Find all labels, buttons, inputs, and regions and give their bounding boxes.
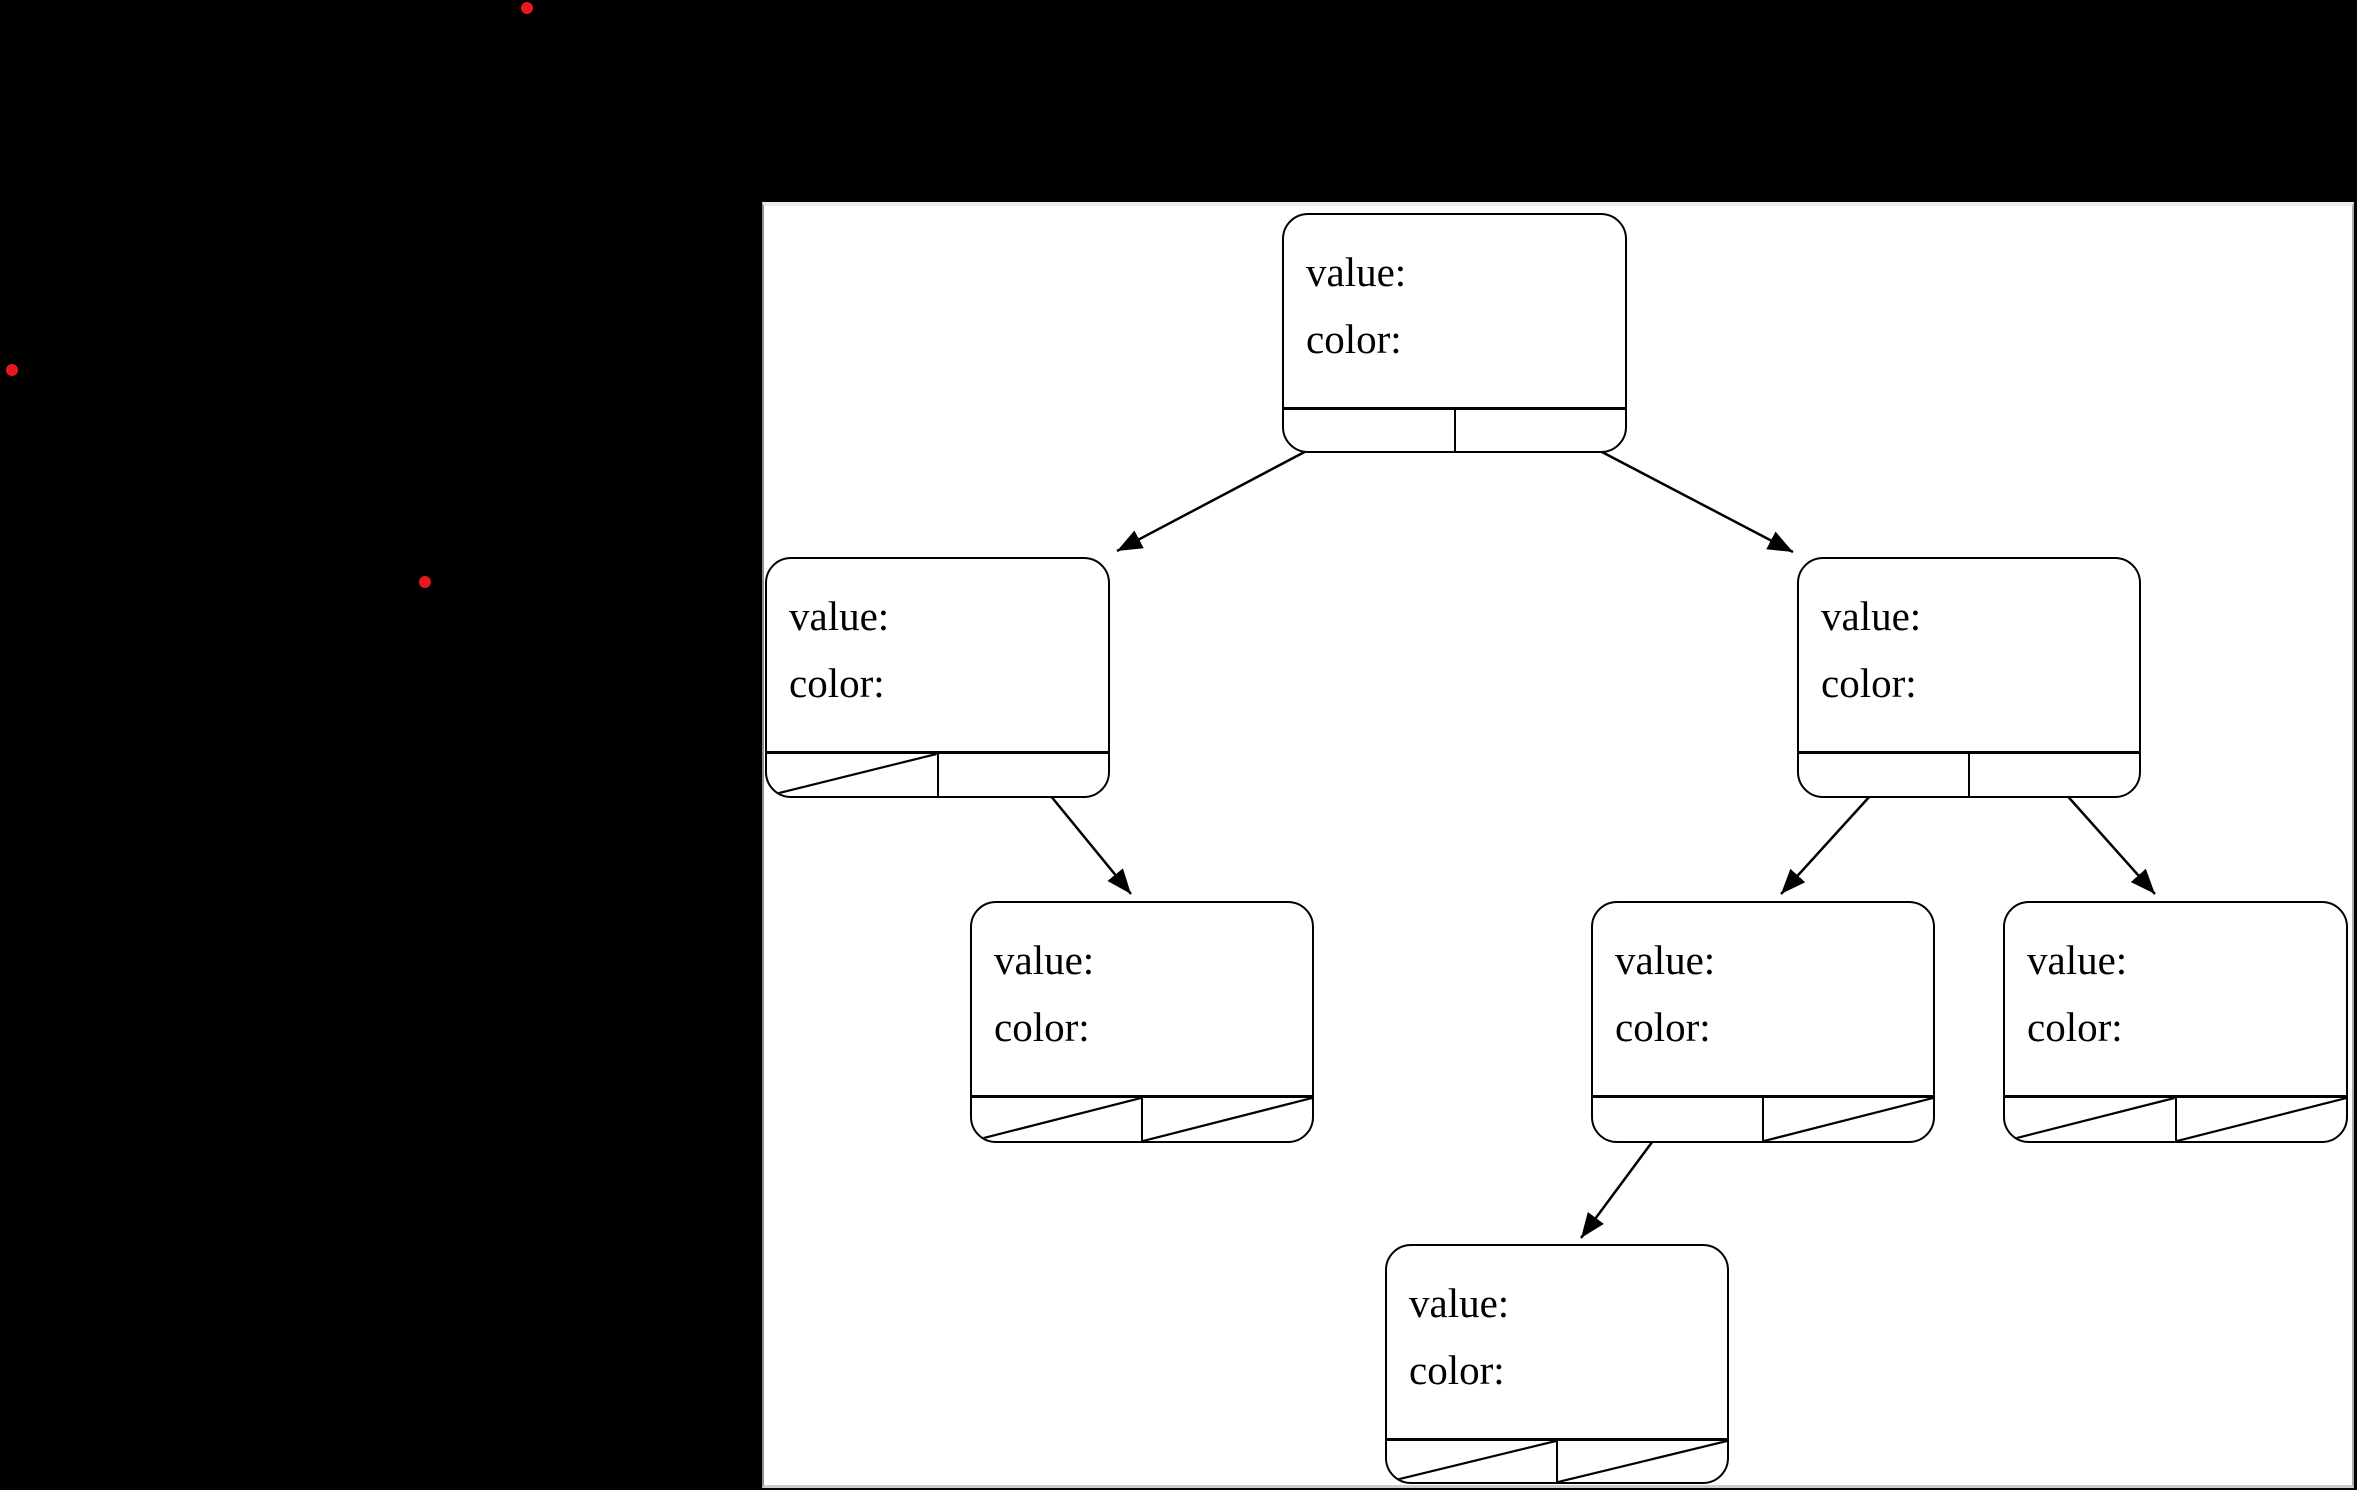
color-label: color: xyxy=(1821,660,1917,706)
right-pointer-cell xyxy=(1143,1098,1312,1141)
right-pointer-cell xyxy=(1558,1441,1727,1482)
pointer-cells xyxy=(1799,751,2139,796)
tree-node-right: value: color: xyxy=(1797,557,2141,798)
null-slash-icon xyxy=(1143,1098,1312,1141)
color-label: color: xyxy=(1615,1004,1711,1050)
pointer-cells xyxy=(2005,1095,2346,1141)
right-pointer-cell xyxy=(1764,1098,1933,1141)
tree-node-left-right: value: color: xyxy=(970,901,1314,1143)
null-slash-icon xyxy=(1764,1098,1933,1141)
red-annotation-dot xyxy=(419,576,431,588)
node-fields: value: color: xyxy=(2005,903,2346,1095)
null-slash-icon xyxy=(2177,1098,2347,1141)
tree-node-right-left-left: value: color: xyxy=(1385,1244,1729,1484)
pointer-cells xyxy=(1593,1095,1933,1141)
tree-node-root: value: color: xyxy=(1282,213,1627,453)
tree-node-left: value: color: xyxy=(765,557,1110,798)
right-pointer-cell xyxy=(2177,1098,2347,1141)
pointer-cells xyxy=(972,1095,1312,1141)
left-pointer-cell xyxy=(972,1098,1143,1141)
tree-node-right-left: value: color: xyxy=(1591,901,1935,1143)
left-pointer-cell xyxy=(1284,410,1456,451)
color-label: color: xyxy=(789,660,885,706)
pointer-cells xyxy=(767,751,1108,796)
value-label: value: xyxy=(994,937,1095,983)
value-label: value: xyxy=(1821,593,1922,639)
color-label: color: xyxy=(1409,1347,1505,1393)
left-pointer-cell xyxy=(767,754,939,796)
null-slash-icon xyxy=(1558,1441,1727,1482)
right-pointer-cell xyxy=(1970,754,2139,796)
pointer-cells xyxy=(1387,1438,1727,1482)
tree-node-right-right: value: color: xyxy=(2003,901,2348,1143)
node-fields: value: color: xyxy=(1387,1246,1727,1438)
color-label: color: xyxy=(2027,1004,2123,1050)
value-label: value: xyxy=(789,593,890,639)
null-slash-icon xyxy=(2005,1098,2175,1141)
pointer-cells xyxy=(1284,407,1625,451)
value-label: value: xyxy=(1306,249,1407,295)
left-pointer-cell xyxy=(1799,754,1970,796)
value-label: value: xyxy=(1615,937,1716,983)
right-pointer-cell xyxy=(1456,410,1626,451)
node-fields: value: color: xyxy=(1799,559,2139,751)
red-annotation-dot xyxy=(521,2,533,14)
left-pointer-cell xyxy=(2005,1098,2177,1141)
node-fields: value: color: xyxy=(1284,215,1625,407)
left-pointer-cell xyxy=(1593,1098,1764,1141)
red-annotation-dot xyxy=(6,364,18,376)
value-label: value: xyxy=(1409,1280,1510,1326)
node-fields: value: color: xyxy=(1593,903,1933,1095)
null-slash-icon xyxy=(767,754,937,796)
null-slash-icon xyxy=(972,1098,1141,1141)
node-fields: value: color: xyxy=(972,903,1312,1095)
null-slash-icon xyxy=(1387,1441,1556,1482)
value-label: value: xyxy=(2027,937,2128,983)
right-pointer-cell xyxy=(939,754,1109,796)
left-pointer-cell xyxy=(1387,1441,1558,1482)
color-label: color: xyxy=(994,1004,1090,1050)
color-label: color: xyxy=(1306,316,1402,362)
node-fields: value: color: xyxy=(767,559,1108,751)
